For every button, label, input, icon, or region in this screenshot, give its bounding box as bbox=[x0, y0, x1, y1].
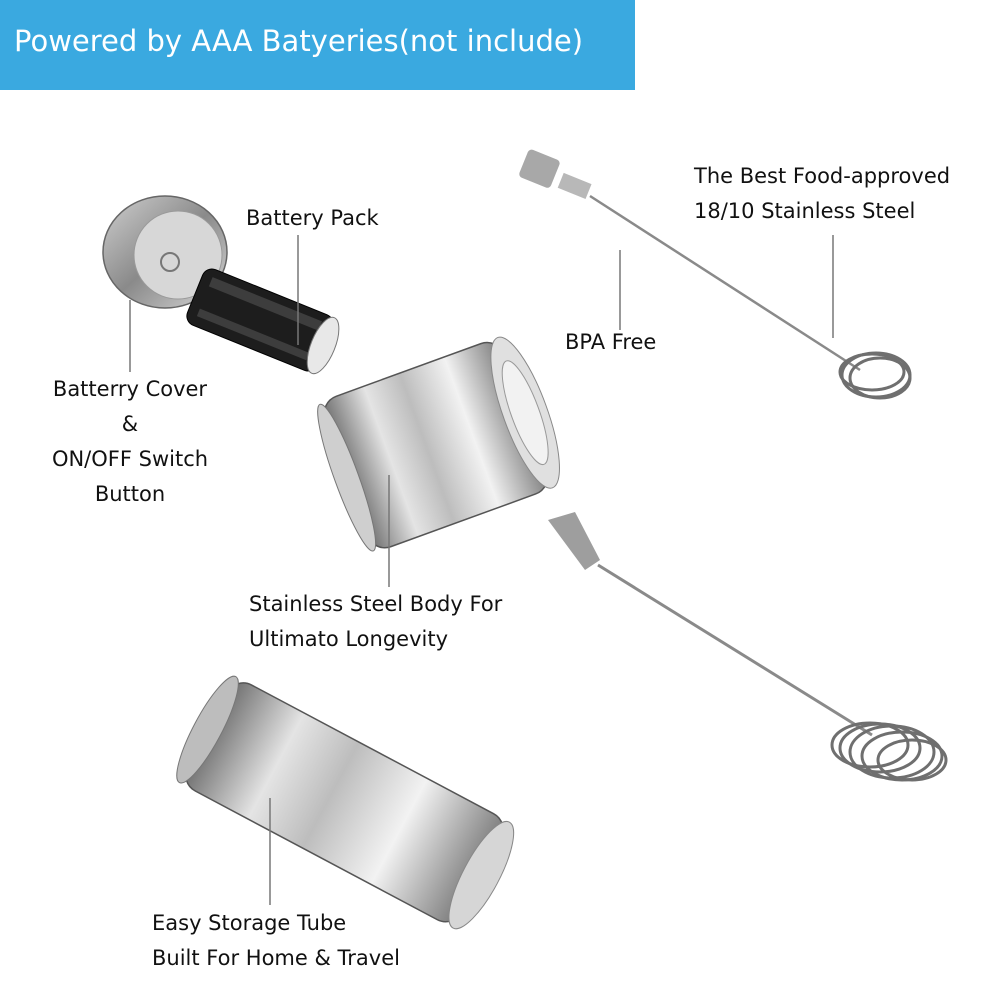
storage-tube bbox=[176, 675, 515, 930]
banner: Powered by AAA Batyeries(not include) bbox=[0, 0, 635, 90]
label-battery-pack: Battery Pack bbox=[246, 206, 379, 230]
label-battery-cover: Batterry Cover & ON/OFF Switch Button bbox=[51, 377, 209, 506]
label-bpa-free: BPA Free bbox=[565, 330, 657, 354]
whisk-separate bbox=[519, 149, 912, 400]
label-storage-tube: Easy Storage Tube Built For Home & Trave… bbox=[152, 911, 400, 970]
battery-pack bbox=[186, 268, 340, 375]
label-steel-body: Stainless Steel Body For Ultimato Longev… bbox=[249, 592, 503, 651]
battery-cover-cap bbox=[102, 195, 228, 309]
label-food-approved: The Best Food-approved 18/10 Stainless S… bbox=[694, 164, 951, 223]
leader-lines bbox=[129, 235, 834, 905]
banner-title: Powered by AAA Batyeries(not include) bbox=[14, 24, 584, 58]
steel-body bbox=[317, 336, 560, 552]
whisk-attached bbox=[548, 512, 948, 782]
